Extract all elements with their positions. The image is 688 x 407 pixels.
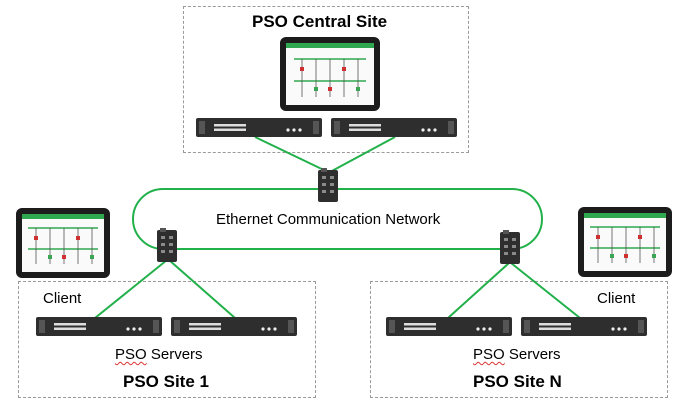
site1-title: PSO Site 1 <box>123 372 209 391</box>
link-central-server-left <box>254 136 329 173</box>
siten-servers-label: PSO Servers <box>473 346 561 363</box>
siten-client-label: Client <box>597 290 636 307</box>
site1-switch-icon <box>157 228 177 262</box>
siten-servers-rest: Servers <box>504 346 561 363</box>
central-site-title: PSO Central Site <box>252 12 388 31</box>
siten-tablet-icon <box>578 207 672 277</box>
link-siten-server-left <box>447 262 510 319</box>
link-site1-server-right <box>168 259 236 319</box>
central-server-left-icon <box>196 118 322 137</box>
central-site-box <box>183 6 469 153</box>
site1-servers-pso: PSO <box>115 346 147 363</box>
link-central-server-right <box>329 136 396 173</box>
central-tablet-icon <box>280 37 380 111</box>
link-site1-server-left <box>94 259 168 319</box>
network-label: Ethernet Communication Network <box>216 211 441 228</box>
site1-servers-label: PSO Servers <box>115 346 203 363</box>
siten-switch-icon <box>500 230 520 264</box>
site1-client-label: Client <box>43 290 82 307</box>
site1-server-right-icon <box>171 317 297 336</box>
site1-tablet-icon <box>16 208 110 278</box>
site1-box <box>18 281 316 398</box>
site1-servers-rest: Servers <box>146 346 203 363</box>
siten-servers-pso: PSO <box>473 346 505 363</box>
central-switch-icon <box>318 168 338 202</box>
siten-server-right-icon <box>521 317 647 336</box>
site1-server-left-icon <box>36 317 162 336</box>
siten-box <box>370 281 668 398</box>
central-server-right-icon <box>331 118 457 137</box>
link-siten-server-right <box>510 262 581 319</box>
siten-server-left-icon <box>386 317 512 336</box>
siten-title: PSO Site N <box>473 372 562 391</box>
